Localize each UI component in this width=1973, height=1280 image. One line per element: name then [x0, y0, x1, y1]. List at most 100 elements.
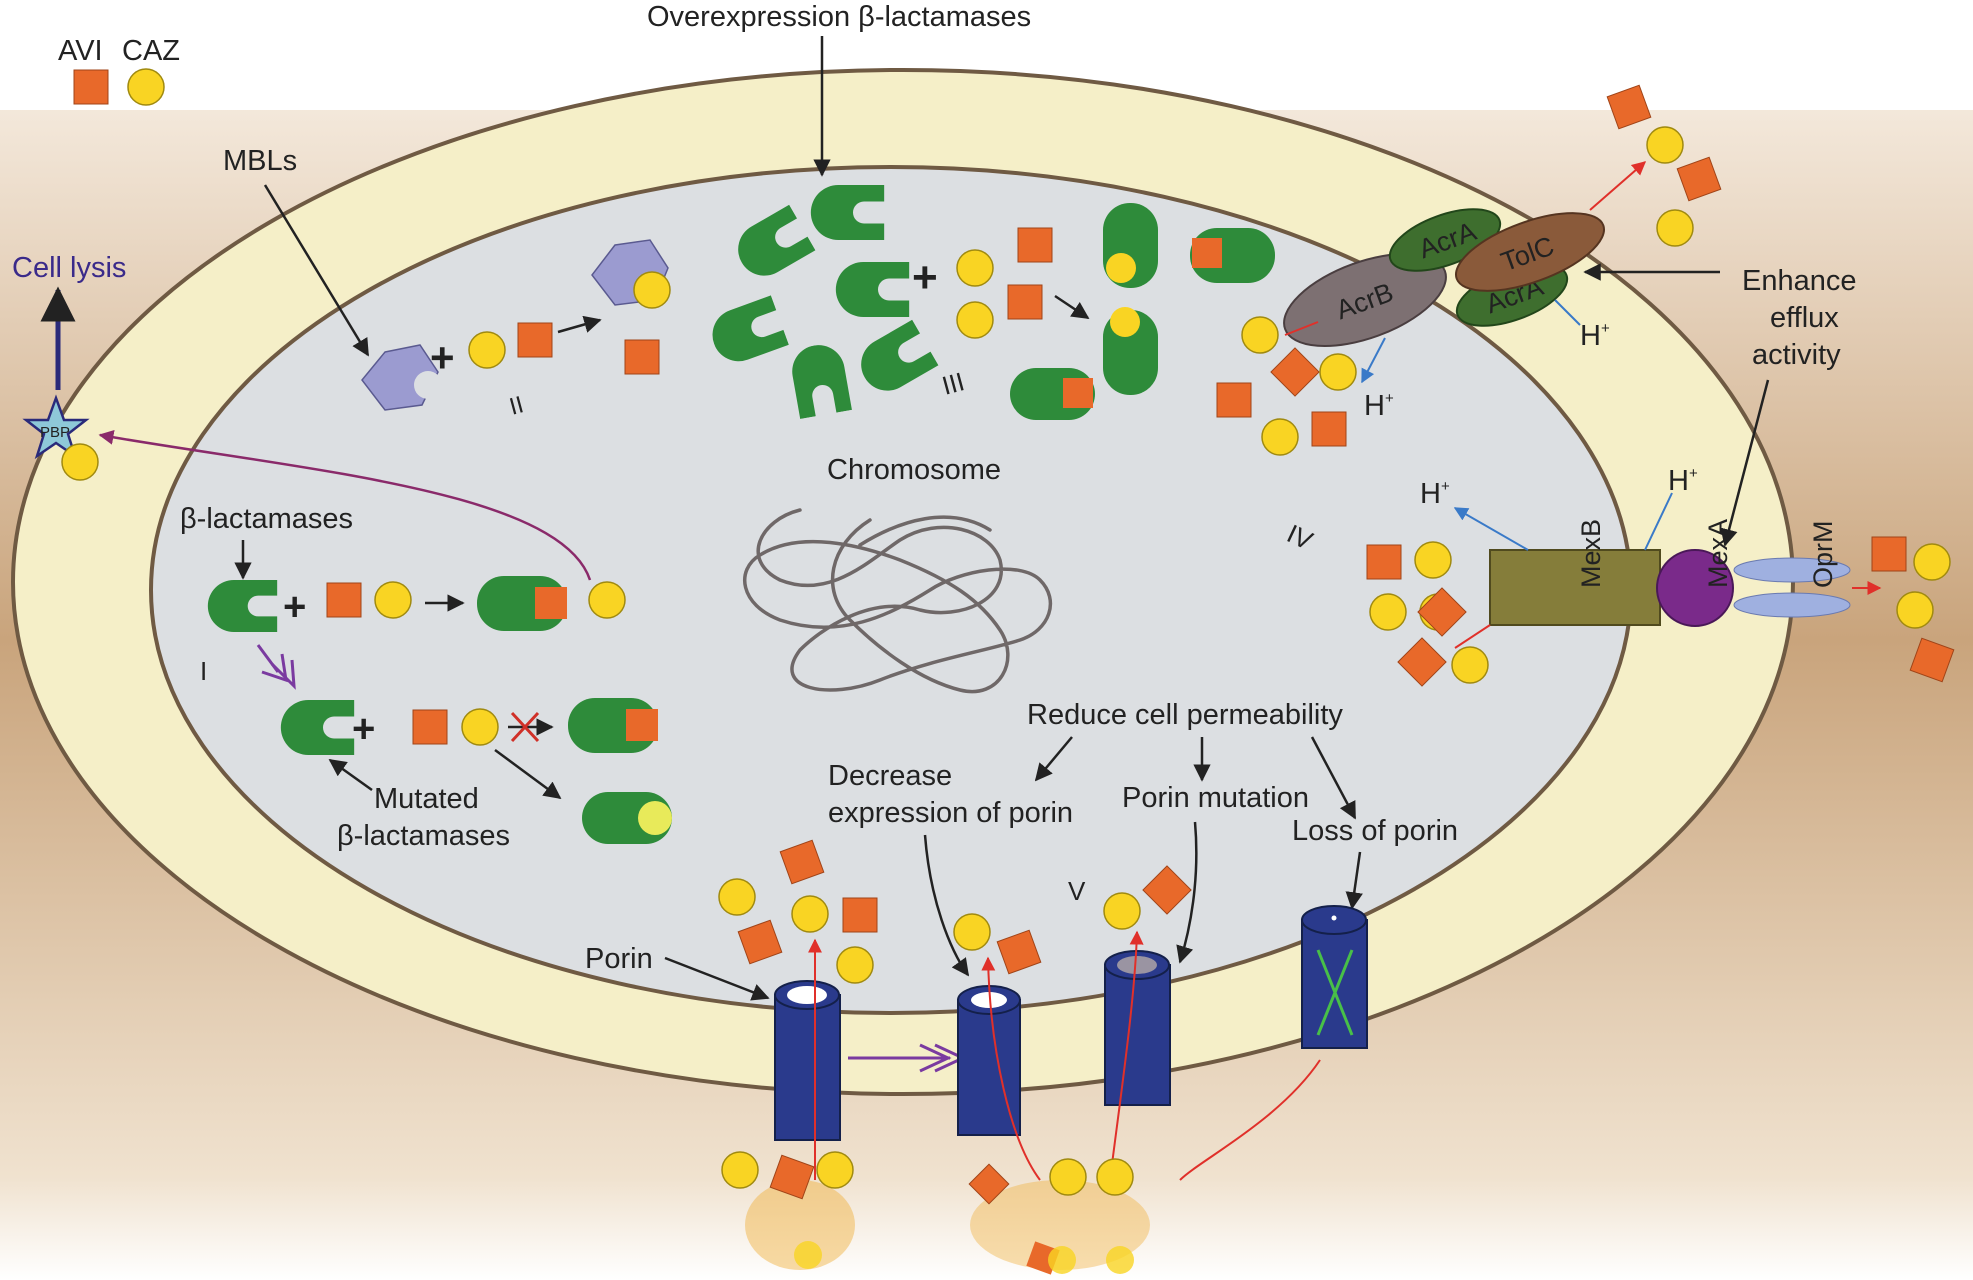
legend-avi-label: AVI — [58, 35, 103, 67]
avi-molecule — [1417, 587, 1467, 637]
roman-i: I — [200, 656, 207, 686]
reduce-permeability-label: Reduce cell permeability — [1027, 699, 1343, 731]
proton-label: H+ — [1580, 320, 1610, 352]
plus-sign: + — [283, 585, 306, 629]
influx-arrow — [981, 956, 1041, 1181]
acrb-protein — [1283, 252, 1447, 348]
avi-molecule — [769, 1154, 815, 1200]
caz-bound — [1106, 253, 1136, 283]
proton-arrow — [1453, 507, 1529, 551]
hydrolysis-arrow — [494, 748, 562, 800]
acra-protein-top — [1388, 208, 1502, 272]
proton-line — [1644, 492, 1673, 551]
proton-symbol: H — [1364, 390, 1385, 422]
porin-channel — [774, 994, 841, 1141]
caz-molecule — [374, 581, 412, 619]
reduce-arrow-loss — [1310, 736, 1357, 820]
chromosome-label: Chromosome — [827, 454, 1001, 486]
legend-caz-label: CAZ — [122, 35, 180, 67]
proton-symbol: H — [1420, 478, 1441, 510]
avi-molecule — [968, 1163, 1010, 1205]
avi-molecule — [1216, 382, 1252, 418]
extracellular-molecules — [721, 1151, 1150, 1275]
legend-avi-square — [73, 69, 109, 105]
avi-molecule — [517, 322, 553, 358]
caz-molecule — [468, 331, 506, 369]
caz-molecule — [956, 249, 994, 287]
oprm-protein-bottom — [1733, 592, 1851, 618]
porin-channel-lost — [1301, 919, 1368, 1049]
porin-mutation-label: Porin mutation — [1122, 782, 1309, 814]
chromosome-dna — [743, 508, 1052, 694]
avi-molecule — [1270, 347, 1320, 397]
proton-label: H+ — [1364, 390, 1394, 422]
loss-cross — [1316, 949, 1354, 1036]
mbl-pocket — [414, 371, 442, 399]
block-cross — [510, 711, 540, 743]
mutation-arrowhead — [270, 659, 296, 690]
avi-molecule — [1311, 411, 1347, 447]
oprm-protein-top — [1733, 557, 1851, 583]
caz-bound — [638, 801, 672, 835]
overexpression-label: Overexpression β-lactamases — [647, 1, 1031, 33]
caz-molecule — [816, 1151, 854, 1189]
avi-molecule — [842, 897, 878, 933]
caz-molecule — [1646, 126, 1684, 164]
blurred-cluster — [745, 1180, 855, 1270]
caz-molecule — [1451, 646, 1489, 684]
caz-molecule — [1896, 591, 1934, 629]
avi-molecule — [779, 839, 825, 885]
efflux-link — [1454, 624, 1491, 649]
avi-molecule — [996, 929, 1042, 975]
avi-bound — [626, 709, 658, 741]
decrease-arrow — [923, 834, 970, 977]
porin-label: Porin — [585, 943, 653, 975]
proton-arrow — [1361, 337, 1386, 384]
blurred-cluster — [970, 1180, 1150, 1270]
caz-molecule — [1414, 541, 1452, 579]
influx-arrow — [1109, 930, 1144, 1181]
tolc-protein — [1454, 212, 1606, 292]
enhance-label-line3: activity — [1752, 339, 1841, 371]
blocked-influx — [1179, 1059, 1321, 1181]
cell-lysis-label: Cell lysis — [12, 252, 126, 284]
reaction-arrow — [557, 315, 602, 334]
caz-molecule — [956, 301, 994, 339]
avi-molecule — [1606, 84, 1652, 130]
avi-molecule — [1142, 865, 1192, 915]
caz-molecule — [1369, 593, 1407, 631]
avi-molecule — [1871, 536, 1907, 572]
reaction-arrow — [1054, 294, 1090, 320]
enhance-arrow-mexab — [1720, 379, 1770, 547]
mutation-arrow — [1176, 821, 1198, 964]
proton-charge: + — [1441, 478, 1450, 495]
avi-molecule — [412, 709, 448, 745]
avi-molecule — [326, 582, 362, 618]
beta-lactamases-label: β-lactamases — [180, 503, 353, 535]
oprm-label: OprM — [1808, 521, 1838, 589]
proton-label: H+ — [1420, 478, 1450, 510]
avi-molecule — [1007, 284, 1043, 320]
caz-molecule — [794, 1241, 822, 1269]
caz-molecule — [1096, 1158, 1134, 1196]
avi-bound — [535, 587, 567, 619]
proton-charge: + — [1385, 390, 1394, 407]
efflux-link — [1284, 321, 1319, 336]
caz-molecule — [1048, 1246, 1076, 1274]
enhance-label-line1: Enhance — [1742, 265, 1857, 297]
avi-molecule — [1017, 227, 1053, 263]
caz-molecule — [633, 271, 671, 309]
caz-molecule — [1261, 418, 1299, 456]
caz-molecule — [836, 946, 874, 984]
caz-molecule — [721, 1151, 759, 1189]
proton-label: H+ — [1668, 465, 1698, 497]
proton-charge: + — [1601, 320, 1610, 337]
caz-molecule — [1106, 1246, 1134, 1274]
plus-sign: + — [352, 707, 375, 751]
proton-symbol: H — [1580, 320, 1601, 352]
mexb-label: MexB — [1576, 519, 1606, 588]
caz-molecule — [1103, 892, 1141, 930]
avi-molecule — [624, 339, 660, 375]
caz-molecule — [791, 895, 829, 933]
